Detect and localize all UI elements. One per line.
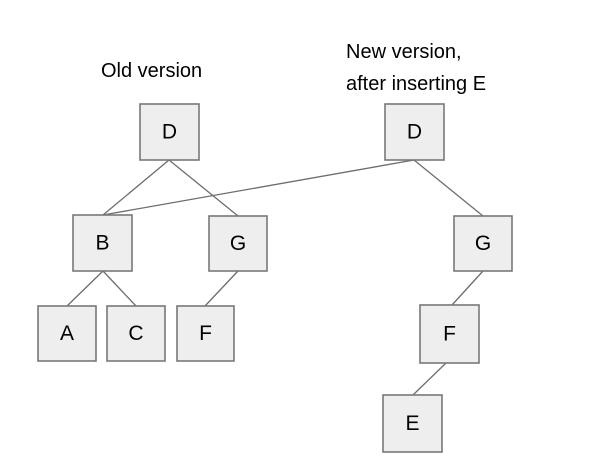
tree-node-old-f[interactable]: F <box>176 305 235 362</box>
node-label-new-d: D <box>407 121 422 144</box>
node-box-old-a <box>37 305 97 362</box>
tree-edge-new-d-to-old-b <box>102 159 415 216</box>
edges-layer <box>66 159 484 396</box>
tree-edge-old-b-to-old-c <box>102 270 137 307</box>
node-label-old-b: B <box>95 232 109 255</box>
node-box-new-e <box>382 394 443 453</box>
node-label-new-f: F <box>443 323 456 346</box>
tree-edge-new-d-to-new-g <box>413 159 484 217</box>
tree-edge-new-f-to-new-e <box>412 362 447 396</box>
tree-node-old-b[interactable]: B <box>72 214 133 272</box>
tree-edge-old-g-to-old-f <box>204 270 239 307</box>
tree-edge-old-d-to-old-b <box>102 159 170 216</box>
tree-node-new-e[interactable]: E <box>382 394 443 453</box>
tree-node-old-g[interactable]: G <box>208 215 268 272</box>
node-label-new-e: E <box>405 412 419 435</box>
node-label-new-g: G <box>475 232 491 255</box>
tree-node-new-g[interactable]: G <box>453 215 513 272</box>
node-box-old-b <box>72 214 133 272</box>
tree-node-old-d[interactable]: D <box>139 103 200 161</box>
tree-edge-new-g-to-new-f <box>451 270 484 306</box>
node-box-old-d <box>139 103 200 161</box>
node-box-old-f <box>176 305 235 362</box>
tree-edge-old-b-to-old-a <box>66 270 104 307</box>
node-box-new-f <box>419 304 480 364</box>
tree-node-new-d[interactable]: D <box>384 103 445 161</box>
node-label-old-c: C <box>128 322 143 345</box>
new-version-caption-line2: after inserting E <box>346 73 486 95</box>
node-label-old-f: F <box>199 322 212 345</box>
old-version-caption: Old version <box>101 60 202 82</box>
tree-node-old-c[interactable]: C <box>106 305 166 362</box>
node-box-new-g <box>453 215 513 272</box>
node-box-old-g <box>208 215 268 272</box>
tree-node-new-f[interactable]: F <box>419 304 480 364</box>
node-label-old-g: G <box>230 232 246 255</box>
nodes-layer: D B G A C F D G F E <box>37 103 513 453</box>
captions-layer: Old version New version, after inserting E <box>101 41 486 95</box>
node-label-old-a: A <box>60 322 74 345</box>
node-box-old-c <box>106 305 166 362</box>
new-version-caption-line1: New version, <box>346 41 462 63</box>
node-box-new-d <box>384 103 445 161</box>
tree-edge-old-d-to-old-g <box>168 159 239 217</box>
tree-node-old-a[interactable]: A <box>37 305 97 362</box>
node-label-old-d: D <box>162 121 177 144</box>
